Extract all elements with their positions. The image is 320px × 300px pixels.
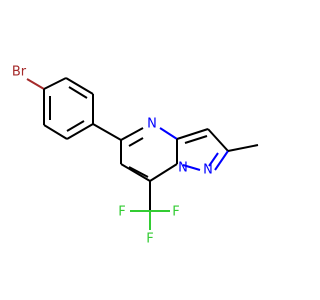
molecule-structure: Br N N N F F F bbox=[12, 65, 259, 247]
bond-ring1-double-1 bbox=[68, 86, 88, 99]
atom-f-bottom: F bbox=[146, 232, 153, 247]
bond-ring1-1 bbox=[43, 77, 67, 90]
bond-br-c bbox=[26, 78, 45, 90]
atom-br: Br bbox=[12, 65, 27, 80]
bond-methyl bbox=[227, 144, 259, 152]
bond-pz-4 bbox=[182, 164, 201, 171]
bond-ring1-5 bbox=[43, 124, 68, 140]
atom-n-right: N bbox=[203, 163, 213, 178]
bond-pyr-double-1 bbox=[128, 137, 144, 147]
bond-pyr-double-2 bbox=[128, 166, 149, 178]
bond-link bbox=[92, 123, 122, 141]
atom-f-left: F bbox=[118, 205, 125, 220]
atom-n-left: N bbox=[178, 161, 188, 176]
atom-f-right: F bbox=[172, 205, 179, 220]
bond-pz-double-2 bbox=[208, 152, 219, 167]
bond-pyr-4 bbox=[149, 163, 178, 182]
atom-n-top: N bbox=[147, 117, 157, 132]
bond-pyr-1 bbox=[120, 127, 144, 141]
bond-pz-double-1 bbox=[184, 135, 208, 144]
bond-pz-1 bbox=[176, 128, 209, 140]
bond-pz-2 bbox=[207, 128, 229, 152]
bond-ring1-2 bbox=[65, 77, 94, 95]
molecule-canvas: Br N N N F F F bbox=[11, 64, 259, 247]
bond-pyr-5 bbox=[120, 163, 151, 182]
bond-ring1-4 bbox=[66, 123, 94, 140]
bond-pyr-2 bbox=[159, 127, 178, 140]
bond-pz-3 bbox=[214, 150, 229, 171]
bond-ring1-double-2 bbox=[66, 120, 85, 132]
